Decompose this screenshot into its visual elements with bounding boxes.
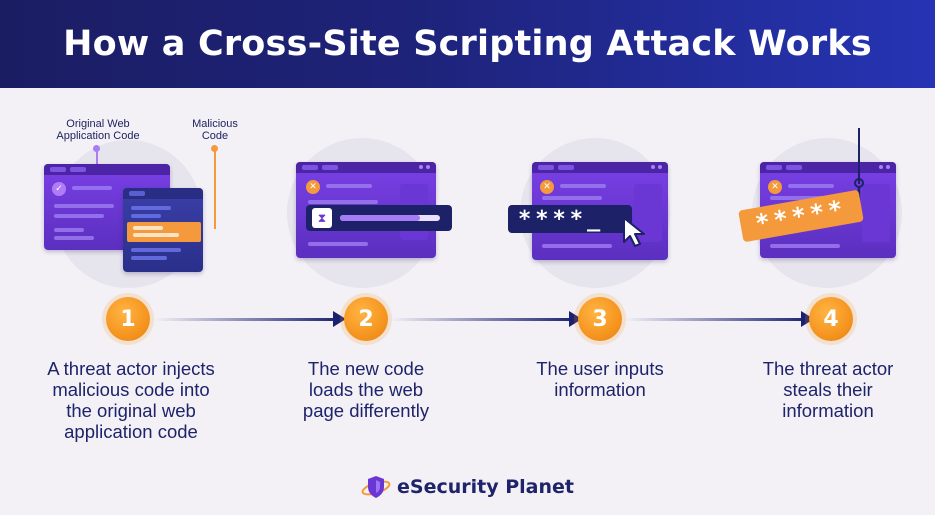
arrow-3-4 [624,318,810,321]
step-4-badge: 4 [809,297,853,341]
step-2-line: page differently [302,400,430,421]
password-field-text: ****_ [518,206,605,232]
check-icon: ✓ [52,182,66,196]
arrow-2-3 [390,318,576,321]
arrow-1-2 [154,318,340,321]
step-3-badge: 3 [578,297,622,341]
password-input[interactable]: ****_ [508,205,632,233]
original-code-label-line-1: Original Web [66,118,130,130]
step-1-badge: 1 [106,297,150,341]
malicious-code-label: Malicious Code [176,118,254,142]
step-1-line: A threat actor injects [47,358,215,379]
original-code-label: Original Web Application Code [38,118,158,142]
mouse-cursor-icon [623,217,645,247]
diagram: Original Web Application Code Malicious … [0,88,935,515]
malicious-code-label-line-1: Malicious [192,118,238,130]
loading-bar: ⧗ [306,205,452,231]
step-3-line: The user inputs [536,358,664,379]
fishing-line [858,128,860,184]
step-1-description: A threat actor injects malicious code in… [20,358,242,442]
footer: eSecurity Planet [0,474,935,500]
title-banner: How a Cross-Site Scripting Attack Works [0,0,935,88]
malicious-code-window [123,188,203,272]
error-x-icon: ✕ [306,180,320,194]
step-4-description: The threat actor steals their informatio… [734,358,922,421]
step-2-description: The new code loads the web page differen… [276,358,456,421]
malicious-code-pin [211,145,218,152]
arrow-head-1 [333,311,346,327]
step-4-line: steals their [783,379,873,400]
step-2-line: loads the web [308,379,424,400]
error-x-icon: ✕ [768,180,782,194]
brand-name: eSecurity Planet [397,476,574,498]
step-3-description: The user inputs information [506,358,694,400]
esecurity-planet-logo-icon [361,476,391,498]
injected-code-block [127,222,201,242]
hourglass-icon: ⧗ [312,208,332,228]
malicious-code-label-line-2: Code [201,130,229,142]
error-x-icon: ✕ [540,180,554,194]
malicious-code-leader [214,151,216,229]
original-code-label-line-2: Application Code [56,130,140,142]
step-3-line: information [554,379,646,400]
step-1-line: application code [64,421,198,442]
step-4-line: information [782,400,874,421]
step-1-line: the original web [66,400,196,421]
step-2-line: The new code [307,358,425,379]
step-2-badge: 2 [344,297,388,341]
progress-fill [340,215,420,221]
step-4-line: The threat actor [762,358,894,379]
original-code-pin [93,145,100,152]
step-1-line: malicious code into [52,379,210,400]
page-title: How a Cross-Site Scripting Attack Works [63,24,872,64]
